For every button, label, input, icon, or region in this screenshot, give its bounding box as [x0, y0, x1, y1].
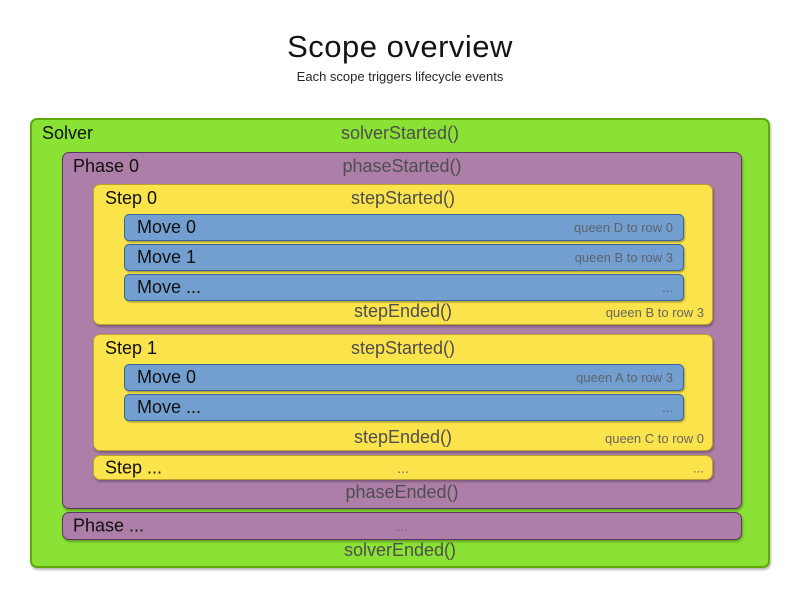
phase-ellipsis-label: Phase ...	[73, 515, 145, 536]
step-0-box: Step 0 stepStarted() Move 0 queen D to r…	[93, 184, 713, 325]
step-ellipsis-center: ...	[397, 459, 409, 476]
move-note: queen A to row 3	[576, 370, 673, 385]
move-note: queen B to row 3	[574, 250, 673, 265]
move-row: Move ... ...	[124, 394, 684, 421]
page-title: Scope overview	[287, 29, 513, 64]
step-0-label: Step 0	[105, 188, 158, 208]
step-0-started-event: stepStarted()	[350, 188, 456, 208]
step-0-ended-event: stepEnded()	[353, 301, 453, 321]
solver-scope-box: Solver solverStarted() Phase 0 phaseStar…	[30, 118, 770, 568]
move-label: Move 1	[137, 247, 197, 267]
step-ellipsis-right: ...	[693, 460, 704, 475]
move-note: queen D to row 0	[573, 220, 673, 235]
step-1-started-event: stepStarted()	[350, 338, 456, 358]
step-1-footer: stepEnded() queen C to row 0	[94, 427, 712, 448]
solver-label: Solver	[42, 123, 94, 143]
phase-0-box: Phase 0 phaseStarted() Step 0 stepStarte…	[62, 152, 742, 509]
move-row: Move 0 queen D to row 0	[124, 214, 684, 241]
phase-0-footer: phaseEnded()	[63, 482, 741, 503]
move-row: Move 0 queen A to row 3	[124, 364, 684, 391]
step-ellipsis-label: Step ...	[105, 457, 163, 477]
phase-ended-event: phaseEnded()	[345, 482, 459, 502]
step-1-ended-event: stepEnded()	[353, 427, 453, 447]
move-label: Move 0	[137, 217, 197, 237]
move-note: ...	[662, 400, 673, 415]
step-0-footer: stepEnded() queen B to row 3	[94, 301, 712, 322]
move-label: Move ...	[137, 397, 202, 417]
step-0-ended-note: queen B to row 3	[605, 305, 704, 320]
step-0-header: Step 0 stepStarted()	[94, 185, 712, 211]
solver-footer: solverEnded()	[32, 540, 768, 561]
solver-started-event: solverStarted()	[340, 123, 460, 143]
solver-header: Solver solverStarted()	[32, 120, 768, 146]
solver-ended-event: solverEnded()	[343, 540, 457, 560]
page-subtitle: Each scope triggers lifecycle events	[296, 69, 504, 84]
move-label: Move ...	[137, 277, 202, 297]
step-1-box: Step 1 stepStarted() Move 0 queen A to r…	[93, 334, 713, 451]
phase-ellipsis-center: ...	[396, 518, 408, 534]
phase-ellipsis-box: Phase ... ...	[62, 512, 742, 540]
phase-started-event: phaseStarted()	[342, 156, 462, 176]
move-label: Move 0	[137, 367, 197, 387]
step-1-label: Step 1	[105, 338, 158, 358]
move-row: Move ... ...	[124, 274, 684, 301]
move-row: Move 1 queen B to row 3	[124, 244, 684, 271]
step-1-header: Step 1 stepStarted()	[94, 335, 712, 361]
step-1-ended-note: queen C to row 0	[604, 431, 704, 446]
phase-0-label: Phase 0	[73, 156, 140, 176]
move-note: ...	[662, 280, 673, 295]
step-ellipsis-box: Step ... ... ...	[93, 455, 713, 480]
phase-0-header: Phase 0 phaseStarted()	[63, 153, 741, 179]
